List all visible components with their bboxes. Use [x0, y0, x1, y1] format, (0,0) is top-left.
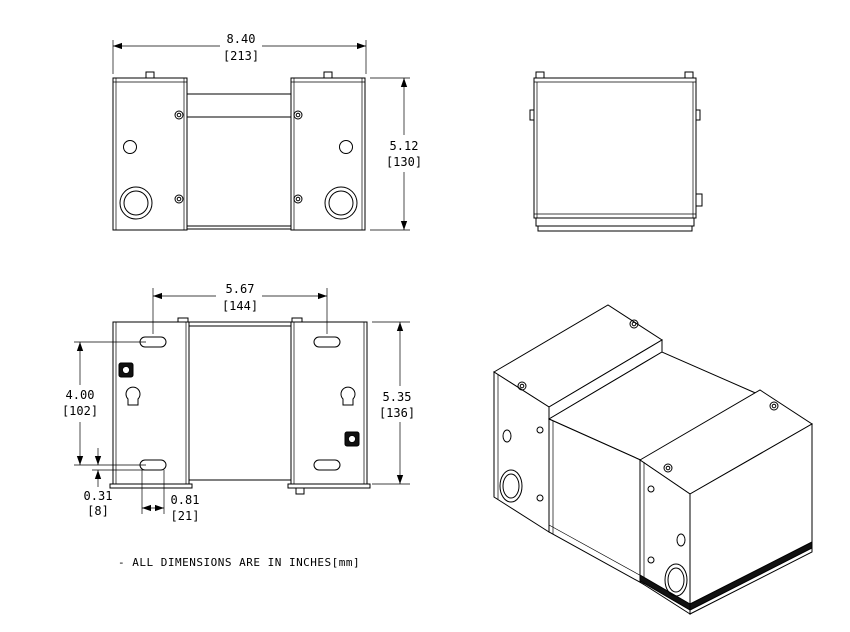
dimension-slot-offset-v: 0.31 [8]	[84, 448, 146, 518]
dim-bottom-height-in: 5.35	[383, 390, 412, 404]
dimension-top-height: 5.12 [130]	[370, 77, 422, 231]
dim-top-width-mm: [213]	[223, 49, 259, 63]
dim-slot-spacing-in: 5.67	[226, 282, 255, 296]
dimension-slot-offset-h: 0.81 [21]	[141, 470, 200, 523]
dimension-slot-spacing: 5.67 [144]	[152, 282, 328, 334]
dim-bottom-height-mm: [136]	[379, 406, 415, 420]
dim-top-height-in: 5.12	[390, 139, 419, 153]
front-view	[112, 71, 366, 231]
dim-slot-vertical-mm: [102]	[62, 404, 98, 418]
dim-top-height-mm: [130]	[386, 155, 422, 169]
isometric-view	[493, 304, 813, 615]
dim-slot-offset-v-in: 0.31	[84, 489, 113, 503]
side-view	[529, 71, 703, 232]
dim-slot-offset-v-mm: [8]	[87, 504, 109, 518]
dimension-slot-vertical: 4.00 [102]	[62, 341, 146, 466]
units-note: - ALL DIMENSIONS ARE IN INCHES[mm]	[118, 556, 360, 569]
dimension-bottom-height: 5.35 [136]	[372, 321, 415, 485]
back-view	[109, 317, 371, 495]
dim-slot-vertical-in: 4.00	[66, 388, 95, 402]
dim-slot-spacing-mm: [144]	[222, 299, 258, 313]
dim-top-width-in: 8.40	[227, 32, 256, 46]
dim-slot-offset-h-in: 0.81	[171, 493, 200, 507]
dimension-top-width: 8.40 [213]	[112, 32, 367, 74]
dim-slot-offset-h-mm: [21]	[171, 509, 200, 523]
